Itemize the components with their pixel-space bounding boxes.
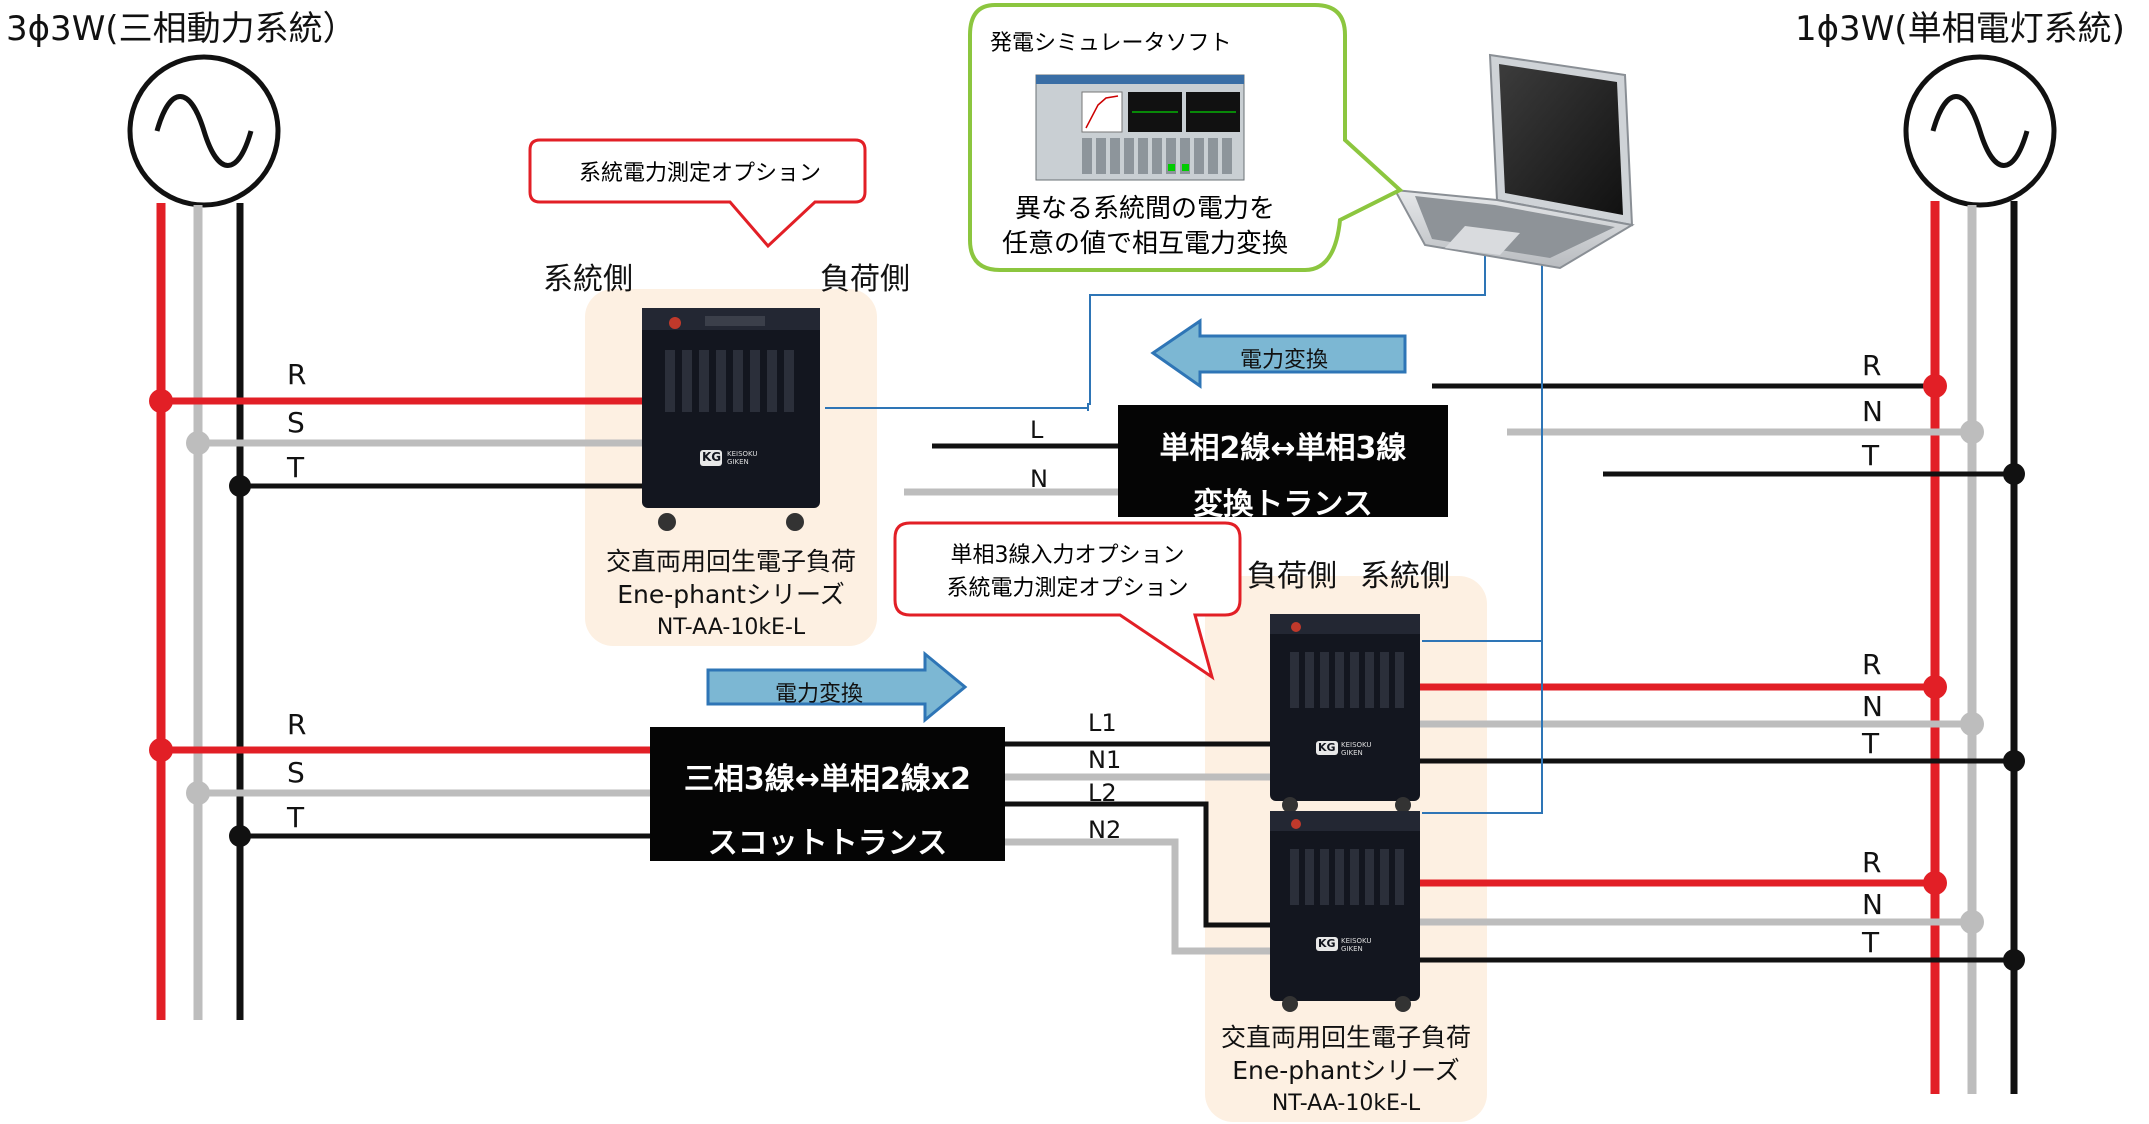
right-mid-wire-t: T — [1862, 727, 1880, 760]
bottom-upper-device-brand-text-2: GIKEN — [1341, 749, 1363, 757]
scott-wire-n1: N1 — [1088, 746, 1122, 774]
left-bottom-wire-s: S — [287, 756, 305, 789]
top-device-caption-1: 交直両用回生電子負荷 — [605, 547, 856, 576]
power-arrow-right-icon — [706, 650, 968, 724]
right-top-wire-n: N — [1862, 395, 1883, 428]
bottom-device-upper-icon — [1270, 614, 1420, 813]
bottom-option-line-2: 系統電力測定オプション — [946, 576, 1189, 601]
left-bottom-wire-r: R — [287, 708, 307, 741]
scott-wire-n2: N2 — [1088, 816, 1122, 844]
single-trans-wire-n: N — [1030, 465, 1048, 493]
right-mid-wire-n: N — [1862, 690, 1883, 723]
top-device-brand-text-1: KEISOKU — [727, 450, 758, 458]
software-screenshot-icon — [1035, 74, 1245, 181]
single-trans-wire-l: L — [1030, 416, 1044, 444]
bottom-option-callout — [893, 521, 1242, 681]
right-top-wire-t: T — [1862, 439, 1880, 472]
left-top-wire-t: T — [287, 451, 305, 484]
left-system-label: 3ϕ3W(三相動力系統） — [6, 9, 357, 49]
bottom-device-caption-3: NT-AA-10kE-L — [1271, 1091, 1421, 1116]
bottom-device-lower-icon — [1270, 811, 1420, 1012]
bottom-lower-device-brand-logo: KG — [1318, 937, 1336, 950]
left-bottom-wire-t: T — [287, 801, 305, 834]
bottom-upper-device-brand-text-1: KEISOKU — [1341, 741, 1372, 749]
top-option-callout — [528, 138, 867, 249]
top-device-brand-logo: KG — [702, 450, 722, 464]
scott-transformer-line-1: 三相3線↔単相2線x2 — [683, 762, 972, 797]
scott-wire-l2: L2 — [1088, 779, 1117, 807]
right-top-wire-r: R — [1862, 349, 1882, 382]
top-device-caption-2: Ene-phantシリーズ — [617, 580, 845, 609]
bottom-device-caption-1: 交直両用回生電子負荷 — [1220, 1023, 1471, 1052]
bottom-lower-device-brand-text-2: GIKEN — [1341, 945, 1363, 953]
bottom-upper-device-brand-logo: KG — [1318, 741, 1336, 754]
top-load-side-label: 負荷側 — [820, 262, 910, 297]
single-phase-transformer: 単相2線↔単相3線 変換トランス — [1118, 405, 1448, 522]
top-option-label: 系統電力測定オプション — [578, 161, 821, 186]
top-device-caption-3: NT-AA-10kE-L — [656, 615, 806, 640]
right-sine-icon — [1930, 94, 2030, 168]
scott-wire-l1: L1 — [1088, 709, 1117, 737]
power-arrow-bottom-label: 電力変換 — [775, 682, 864, 707]
right-bottom-wire-n: N — [1862, 888, 1883, 921]
right-bottom-wire-r: R — [1862, 846, 1882, 879]
bottom-grid-side-label: 系統側 — [1360, 559, 1450, 594]
power-arrow-top-label: 電力変換 — [1240, 348, 1329, 373]
right-mid-wire-r: R — [1862, 648, 1882, 681]
left-sine-icon — [154, 94, 254, 168]
right-system-label: 1ϕ3W(単相電灯系統) — [1795, 9, 2125, 49]
software-title: 発電シミュレータソフト — [990, 31, 1232, 56]
left-top-wire-r: R — [287, 358, 307, 391]
software-desc-line-1: 異なる系統間の電力を — [1014, 194, 1275, 224]
single-transformer-line-2: 変換トランス — [1193, 487, 1373, 522]
single-transformer-line-1: 単相2線↔単相3線 — [1159, 431, 1407, 466]
bottom-option-line-1: 単相3線入力オプション — [950, 543, 1185, 568]
top-device-icon — [642, 308, 820, 531]
power-arrow-left-icon — [1150, 318, 1407, 389]
scott-transformer-line-2: スコットトランス — [707, 826, 948, 861]
laptop-icon — [1393, 53, 1635, 270]
top-device-brand-text-2: GIKEN — [727, 458, 749, 466]
right-bottom-wire-t: T — [1862, 926, 1880, 959]
left-top-wire-s: S — [287, 406, 305, 439]
software-desc-line-2: 任意の値で相互電力変換 — [1001, 229, 1288, 259]
bottom-load-side-label: 負荷側 — [1247, 559, 1337, 594]
bottom-device-caption-2: Ene-phantシリーズ — [1232, 1056, 1460, 1085]
scott-transformer: 三相3線↔単相2線x2 スコットトランス — [650, 727, 1005, 861]
top-grid-side-label: 系統側 — [543, 262, 633, 297]
bottom-lower-device-brand-text-1: KEISOKU — [1341, 937, 1372, 945]
